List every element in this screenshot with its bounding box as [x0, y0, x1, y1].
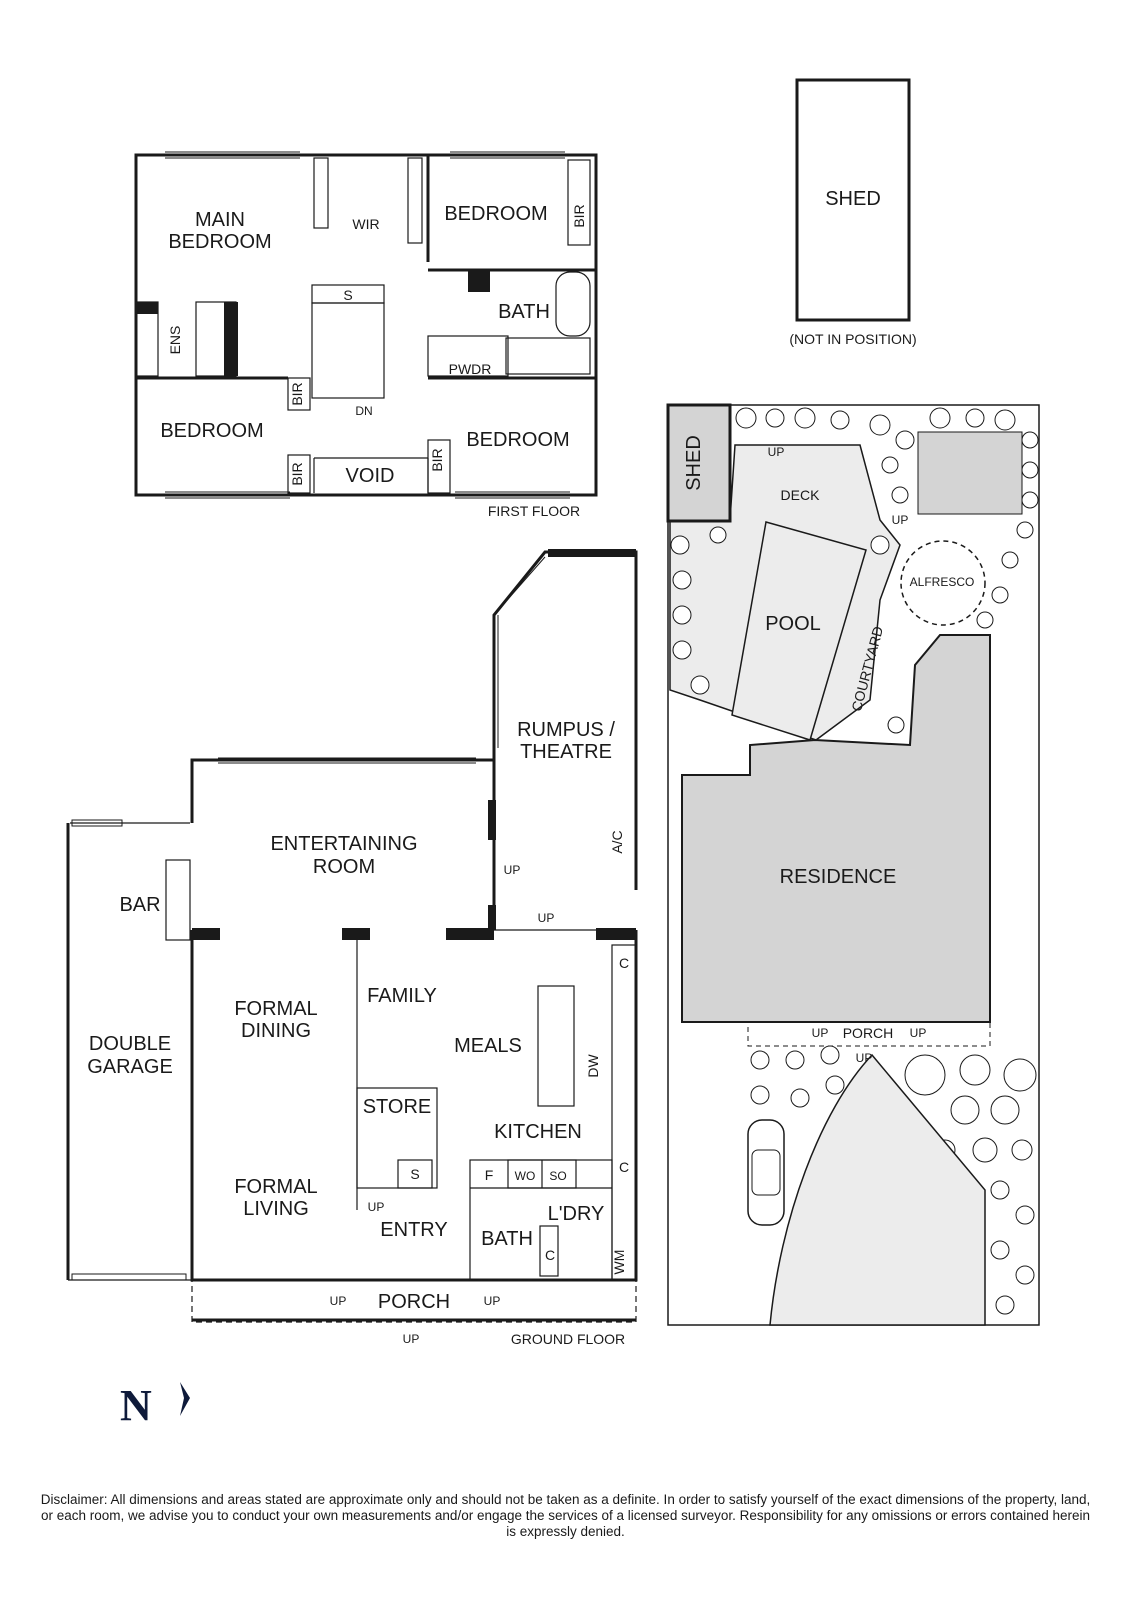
first-floor-plan: MAIN BEDROOM WIR BEDROOM BIR S BATH ENS … [134, 151, 598, 519]
deck-label: DECK [781, 487, 821, 503]
ac-label: A/C [609, 830, 625, 853]
car-icon [747, 1119, 785, 1226]
porch-label: PORCH [378, 1291, 450, 1313]
so-label: SO [549, 1169, 566, 1183]
formal-dining-label-1: FORMAL [234, 998, 317, 1020]
up-rumpus-label: UP [504, 863, 521, 877]
site-plan: SHED UP DECK UP ALFRESCO POOL COURTYARD … [666, 403, 1040, 1326]
pwdr-label: PWDR [449, 361, 492, 377]
up-porch-bottom-label: UP [856, 1051, 873, 1065]
formal-living-label-2: LIVING [243, 1198, 309, 1220]
north-label: N [120, 1381, 152, 1430]
up-porch-right-label: UP [910, 1026, 927, 1040]
ground-floor-title: GROUND FLOOR [511, 1331, 625, 1347]
site-porch-label: PORCH [843, 1025, 894, 1041]
pool-label: POOL [765, 613, 821, 635]
bedroom-w-label: BEDROOM [160, 420, 263, 442]
rumpus-label-2: THEATRE [520, 741, 612, 763]
c-bath-label: C [545, 1247, 555, 1263]
not-in-position-label: (NOT IN POSITION) [789, 331, 916, 347]
main-bedroom-label-2: BEDROOM [168, 231, 271, 253]
wir-label: WIR [352, 216, 379, 232]
kitchen-label: KITCHEN [494, 1121, 582, 1143]
up-kitchen-label: UP [538, 911, 555, 925]
formal-dining-label-2: DINING [241, 1020, 311, 1042]
first-s-label: S [343, 287, 352, 303]
bedroom-e-label: BEDROOM [466, 429, 569, 451]
wo-label: WO [515, 1169, 536, 1183]
ens-label: ENS [167, 326, 183, 355]
rumpus-label-1: RUMPUS / [517, 719, 615, 741]
bar-label: BAR [119, 894, 160, 916]
bir-w1-label: BIR [289, 382, 305, 405]
first-bath-label: BATH [498, 301, 550, 323]
entry-label: ENTRY [380, 1219, 447, 1241]
meals-label: MEALS [454, 1035, 522, 1057]
ground-bath-label: BATH [481, 1228, 533, 1250]
s-label: S [410, 1166, 419, 1182]
main-bedroom-label-1: MAIN [195, 209, 245, 231]
shed-top-label: SHED [825, 188, 881, 210]
bedroom-ne-label: BEDROOM [444, 203, 547, 225]
formal-living-label-1: FORMAL [234, 1176, 317, 1198]
up-left-label: UP [330, 1294, 347, 1308]
shed-detail: SHED (NOT IN POSITION) [789, 78, 917, 347]
up-deck-label: UP [768, 445, 785, 459]
up-porch-left-label: UP [812, 1026, 829, 1040]
wm-label: WM [611, 1250, 627, 1275]
disclaimer-text: Disclaimer: All dimensions and areas sta… [40, 1492, 1091, 1539]
residence-label: RESIDENCE [780, 866, 897, 888]
c-mid-label: C [619, 1159, 629, 1175]
store-label: STORE [363, 1096, 432, 1118]
bir-e-label: BIR [429, 448, 445, 471]
entertaining-label-1: ENTERTAINING [270, 833, 417, 855]
ldry-label: L'DRY [548, 1203, 605, 1225]
double-garage-label-2: GARAGE [87, 1056, 173, 1078]
bir-w2-label: BIR [289, 462, 305, 485]
up-bottom-label: UP [403, 1332, 420, 1346]
north-arrow-icon [180, 1382, 190, 1416]
garden-trees [670, 407, 1039, 1315]
bir-ne-label: BIR [571, 204, 587, 227]
first-floor-title: FIRST FLOOR [488, 503, 580, 519]
up-right-label: UP [484, 1294, 501, 1308]
alfresco-label: ALFRESCO [910, 575, 975, 589]
shed-site-label: SHED [683, 435, 705, 491]
void-label: VOID [346, 465, 395, 487]
up-courtyard-label: UP [892, 513, 909, 527]
dn-label: DN [355, 404, 372, 418]
family-label: FAMILY [367, 985, 437, 1007]
f-label: F [485, 1167, 494, 1183]
ground-floor-plan: RUMPUS / THEATRE ENTERTAINING ROOM A/C U… [66, 549, 638, 1347]
double-garage-label-1: DOUBLE [89, 1033, 171, 1055]
dw-label: DW [585, 1054, 601, 1078]
entertaining-label-2: ROOM [313, 856, 375, 878]
up-stairs-label: UP [368, 1200, 385, 1214]
c-top-label: C [619, 955, 629, 971]
